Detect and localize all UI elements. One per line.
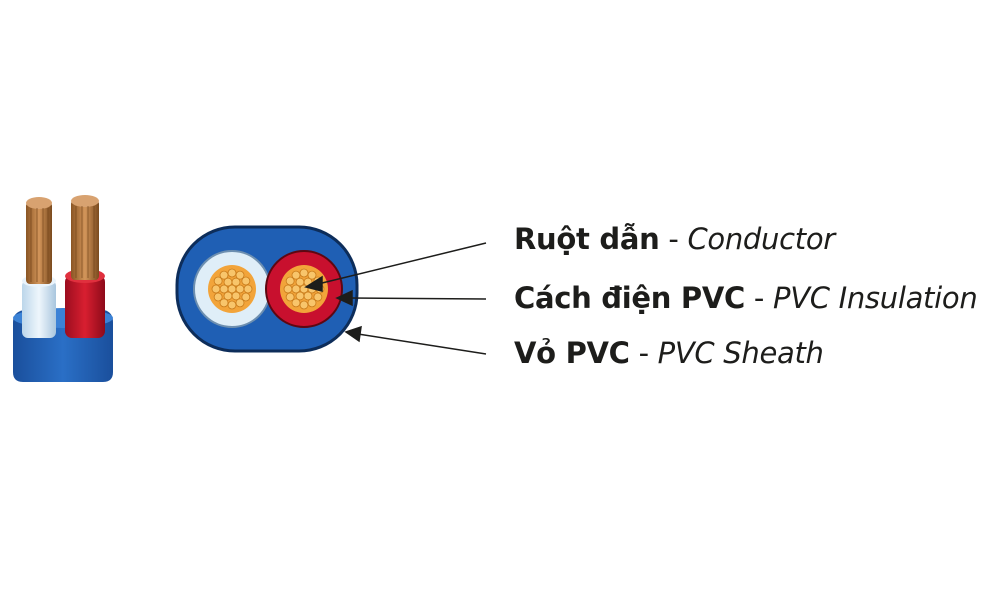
white-insulation-3d bbox=[22, 280, 56, 338]
conductor-strand bbox=[285, 292, 295, 302]
copper-conductor-right bbox=[71, 200, 99, 280]
conductor-strand bbox=[307, 298, 317, 308]
label-insulation-sep: - bbox=[744, 281, 773, 315]
pointer-sheath-arrow bbox=[344, 325, 362, 343]
label-insulation-vi: Cách điện PVC bbox=[514, 281, 745, 315]
conductor-strand bbox=[299, 268, 309, 278]
conductor-strand bbox=[291, 298, 301, 308]
label-conductor-sep: - bbox=[659, 222, 688, 256]
conductor-strand bbox=[235, 270, 245, 280]
label-sheath-en: PVC Sheath bbox=[657, 336, 824, 370]
label-sheath-vi: Vỏ PVC bbox=[514, 336, 630, 370]
label-insulation-en: PVC Insulation bbox=[773, 281, 978, 315]
conductor-strand bbox=[283, 284, 293, 294]
pointer-insulation-arrow bbox=[335, 289, 353, 307]
conductor-strand bbox=[307, 270, 317, 280]
conductor-strand bbox=[231, 277, 241, 287]
conductor-strand bbox=[295, 291, 305, 301]
conductor-strand bbox=[241, 292, 251, 302]
conductor-strand bbox=[227, 268, 237, 278]
conductor-strand bbox=[219, 270, 229, 280]
conductor-strand bbox=[213, 276, 223, 286]
conductor-strand bbox=[291, 270, 301, 280]
conductor-strand bbox=[313, 292, 323, 302]
conductor-strand bbox=[243, 284, 253, 294]
conductor-strand bbox=[223, 291, 233, 301]
cable-3d-illustration bbox=[13, 195, 113, 382]
conductor-strand bbox=[235, 298, 245, 308]
cable-cross-section bbox=[175, 225, 359, 353]
label-insulation: Cách điện PVC - PVC Insulation bbox=[514, 281, 978, 315]
label-sheath-sep: - bbox=[629, 336, 658, 370]
conductor-strand bbox=[299, 300, 309, 310]
label-conductor-en: Conductor bbox=[687, 222, 835, 256]
pointer-sheath-line bbox=[357, 333, 487, 355]
conductor-strand bbox=[227, 300, 237, 310]
red-insulation-3d bbox=[65, 275, 105, 338]
label-conductor-vi: Ruột dẫn bbox=[514, 222, 660, 256]
conductor-strand bbox=[219, 298, 229, 308]
label-conductor: Ruột dẫn - Conductor bbox=[514, 222, 835, 256]
pointer-conductor-line bbox=[317, 242, 487, 285]
copper-conductor-left bbox=[26, 202, 52, 284]
label-sheath: Vỏ PVC - PVC Sheath bbox=[514, 336, 824, 370]
pointer-insulation-line bbox=[349, 297, 487, 300]
conductor-strand bbox=[211, 284, 221, 294]
conductor-strand bbox=[241, 276, 251, 286]
conductor-strand bbox=[213, 292, 223, 302]
conductor-strand bbox=[285, 276, 295, 286]
pointer-conductor-arrow bbox=[304, 275, 323, 292]
pointer-lines bbox=[304, 242, 487, 355]
